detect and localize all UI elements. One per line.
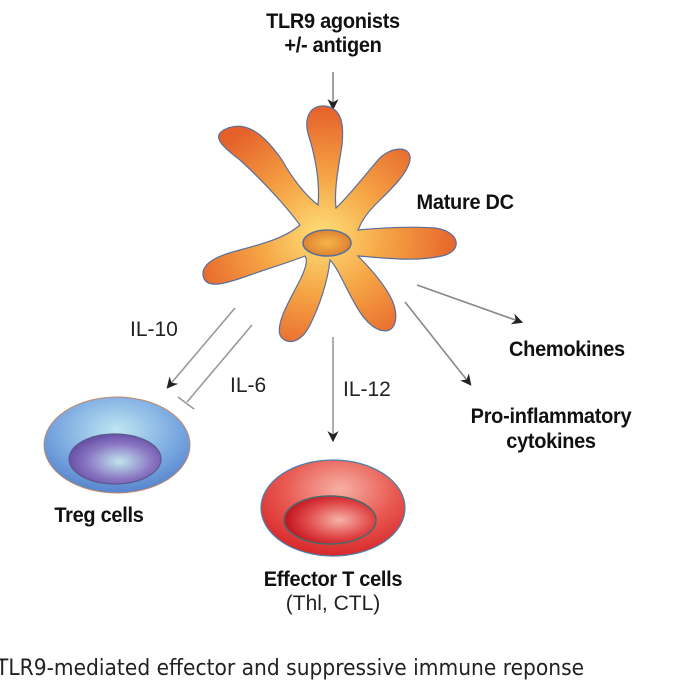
effector-label: Effector T cells	[263, 568, 403, 591]
mature-dc-label: Mature DC	[416, 191, 514, 214]
il6-inhibition-line	[186, 324, 253, 403]
il10-label: IL-10	[130, 318, 178, 341]
dendritic-cell	[202, 105, 457, 343]
il6-label: IL-6	[230, 374, 267, 397]
dendritic-cell-nucleus	[302, 229, 352, 257]
proinflammatory-arrow	[404, 301, 472, 386]
proinflammatory-line1: Pro-inflammatory	[470, 405, 632, 428]
il12-label: IL-12	[343, 378, 391, 401]
chemokines-label: Chemokines	[509, 338, 625, 361]
effector-cell-inner	[283, 495, 377, 545]
stimulus-line1: TLR9 agonists	[266, 10, 400, 33]
treg-label: Treg cells	[54, 504, 144, 527]
effector-sublabel: (Thl, CTL)	[285, 592, 381, 615]
stimulus-label: TLR9 agonists +/- antigen	[238, 10, 428, 58]
chemokines-arrow	[416, 284, 524, 325]
stimulus-line2: +/- antigen	[284, 34, 382, 57]
proinflammatory-line2: cytokines	[506, 430, 596, 453]
proinflammatory-label: Pro-inflammatory cytokines	[442, 404, 661, 454]
figure-caption: TLR9-mediated effector and suppressive i…	[0, 656, 585, 681]
il10-arrow	[166, 307, 236, 389]
treg-cell-inner	[68, 433, 162, 485]
dendritic-cell-body	[202, 105, 457, 343]
effector-t-cell	[260, 459, 406, 557]
treg-cell	[43, 396, 191, 494]
il6-inhibition-bar	[177, 396, 195, 410]
